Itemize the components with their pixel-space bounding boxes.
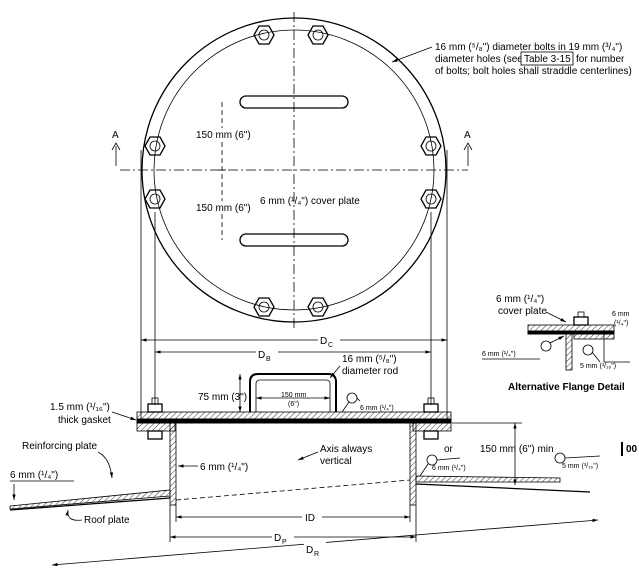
flange-right-weld-2: (¹/₄") <box>614 320 628 327</box>
svg-text:16 mm (⁵/₈") diameter bolts in: 16 mm (⁵/₈") diameter bolts in 19 mm (³/… <box>435 42 622 53</box>
dimension-dp-sub: P <box>282 539 287 546</box>
roof-plate-label: Roof plate <box>84 515 130 526</box>
neck-right-wall <box>409 422 417 506</box>
dimension-dc: D C <box>141 332 447 349</box>
bolt-nut-right-upper <box>420 136 442 156</box>
detail-bolt <box>573 316 589 326</box>
reinforcing-plate-left <box>9 489 171 510</box>
section-mark-right: A <box>463 130 473 166</box>
edge-mark: 00 <box>626 444 638 455</box>
bolt-nut-bottom-left <box>253 297 275 317</box>
svg-text:6 mm (¹/₄"): 6 mm (¹/₄") <box>482 351 516 358</box>
svg-text:A: A <box>464 130 471 141</box>
roof-plate-right <box>415 483 591 493</box>
bolt-nut-right-lower <box>420 189 442 209</box>
section-mark-left: A <box>111 130 121 166</box>
flange-cover-thickness: 6 mm (¹/₄") <box>496 294 544 305</box>
section-bolt-right <box>423 397 439 440</box>
spacing-label-upper: 150 mm (6") <box>196 130 251 141</box>
dimension-dr-sub: R <box>314 551 319 558</box>
rod-label-2: diameter rod <box>342 366 398 377</box>
alternative-flange-detail: 6 mm (¹/₄") cover plate 6 mm (¹/₄") 6 mm… <box>482 294 630 393</box>
height-label: 75 mm (3") <box>198 392 247 403</box>
svg-text:D: D <box>258 350 265 361</box>
or-label: or <box>444 444 454 455</box>
flange-left-weld-symbol: 6 mm (¹/₄") <box>482 335 565 360</box>
roof-plate-left <box>9 497 171 511</box>
svg-text:6 mm (¹/₄"): 6 mm (¹/₄") <box>432 465 466 472</box>
dimension-dr-label: D <box>306 545 313 556</box>
cover-plate-section <box>136 411 452 420</box>
bolt-note: 16 mm (⁵/₈") diameter bolts in 19 mm (³/… <box>391 42 632 77</box>
dimension-id-label: ID <box>305 513 315 524</box>
rod-span-label-2: (6") <box>288 401 299 408</box>
svg-text:D: D <box>320 336 327 347</box>
projection-label: 150 mm (6") min <box>480 444 554 455</box>
reinforcing-plate-right <box>415 475 561 483</box>
fillet-weld-symbol-2: 5 mm (³/₁₆") <box>554 452 601 470</box>
spacing-label-lower: 150 mm (6") <box>196 203 251 214</box>
rod-span-label-1: 150 mm <box>281 392 306 399</box>
dimension-db: D B <box>155 346 431 363</box>
svg-text:of bolts; bolt holes shall str: of bolts; bolt holes shall straddle cent… <box>435 66 632 77</box>
table-reference: Table 3-15 <box>524 54 571 65</box>
section-bolt-left <box>147 397 163 440</box>
detail-cover-plate <box>527 324 615 332</box>
svg-text:diameter holes (see: diameter holes (see <box>435 54 523 65</box>
handle-rod <box>249 373 337 412</box>
flange-small-weld-symbol: 5 mm (³/₁₆") <box>580 344 616 370</box>
dimension-dp-label: D <box>274 533 281 544</box>
svg-text:for number: for number <box>576 54 625 65</box>
gasket-label-1: 1.5 mm (¹/₁₆") <box>50 402 110 413</box>
neck-weld-label: 6 mm (¹/₄") <box>200 462 248 473</box>
svg-text:C: C <box>328 342 333 349</box>
detail-gasket <box>527 330 615 335</box>
rod-label-1: 16 mm (⁵/₈") <box>342 354 397 365</box>
bolt-nut-bottom-right <box>307 297 329 317</box>
svg-text:B: B <box>266 356 271 363</box>
bolt-nut-top-left <box>253 25 275 45</box>
bolt-nut-left-lower <box>144 189 166 209</box>
handle-slot-top <box>239 95 349 109</box>
flange-right-weld-1: 6 mm <box>612 311 630 318</box>
flange-detail-title: Alternative Flange Detail <box>508 382 625 393</box>
detail-flange <box>573 333 615 340</box>
svg-text:A: A <box>112 130 119 141</box>
bolt-nut-top-right <box>307 25 329 45</box>
fillet-weld-symbol-1: 6 mm (¹/₄") <box>419 454 466 477</box>
section-view: 150 mm (6") 75 mm (3") 16 mm (⁵/₈") diam… <box>9 354 638 567</box>
detail-neck <box>565 333 573 371</box>
reinforcing-plate-label: Reinforcing plate <box>22 441 97 452</box>
flange-ring-left <box>136 422 176 432</box>
gasket-label-2: thick gasket <box>58 415 111 426</box>
plan-view: A A <box>111 12 632 330</box>
axis-label-2: vertical <box>320 456 352 467</box>
axis-label-1: Axis always <box>320 444 372 455</box>
bolt-nut-left-upper <box>144 136 166 156</box>
reinforcing-weld-label: 6 mm (¹/₄") <box>10 470 58 481</box>
svg-text:6 mm (¹/₄"): 6 mm (¹/₄") <box>360 405 394 412</box>
svg-text:5 mm (³/₁₆"): 5 mm (³/₁₆") <box>562 463 598 470</box>
flange-ring-right <box>412 422 452 432</box>
cover-weld-symbol: 6 mm (¹/₄") <box>341 392 394 413</box>
neck-left-wall <box>169 422 177 506</box>
flange-cover-label: cover plate <box>498 306 547 317</box>
gasket <box>136 418 452 424</box>
svg-text:5 mm (³/₁₆"): 5 mm (³/₁₆") <box>580 363 616 370</box>
handle-slot-bottom <box>239 233 349 247</box>
cover-plate-label: 6 mm (¹/₄") cover plate <box>260 196 360 207</box>
